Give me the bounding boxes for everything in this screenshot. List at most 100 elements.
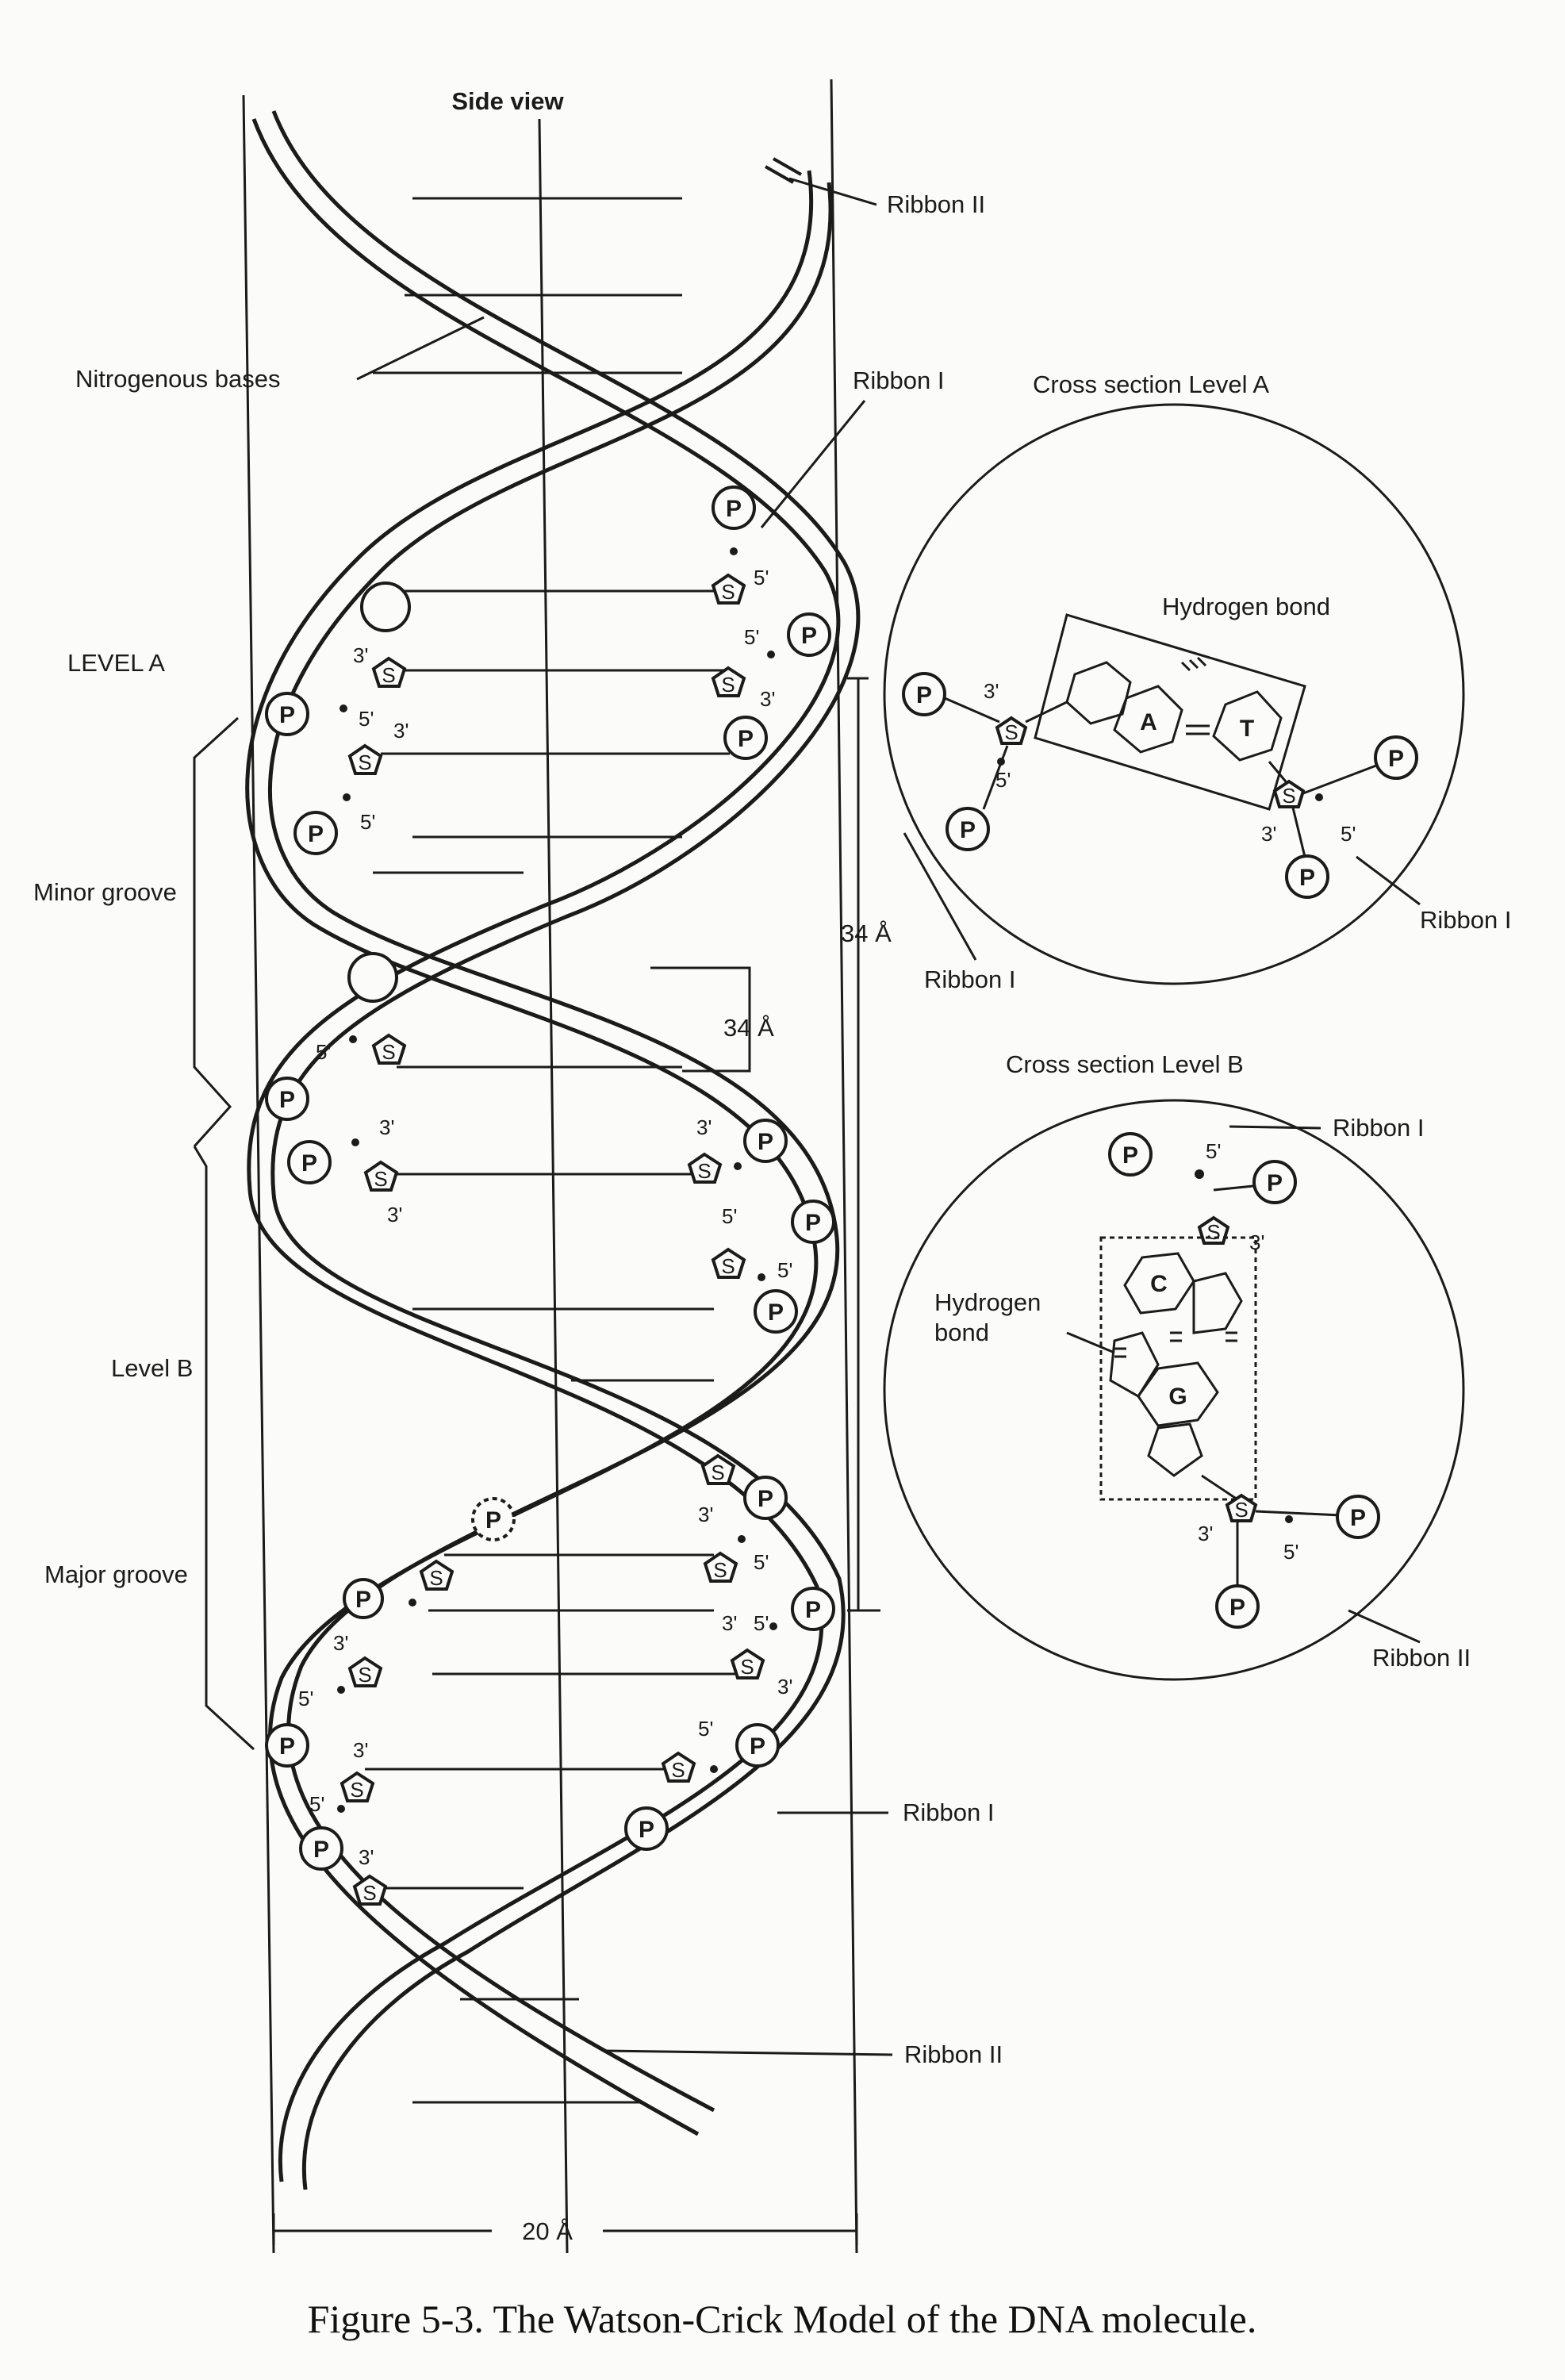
svg-text:5': 5' [1283, 1540, 1298, 1564]
svg-text:P: P [355, 1587, 371, 1613]
base-t-letter: T [1240, 716, 1254, 742]
sugar-pentagon: S [347, 743, 383, 775]
svg-text:S: S [358, 750, 371, 774]
svg-text:S: S [740, 1655, 754, 1679]
prime-labels-side: 5' 5' 3' 3' 5' 3' 5' 5' 3' 3' 3' 5' 5' 3… [298, 566, 792, 1869]
svg-text:P: P [279, 1087, 295, 1113]
svg-text:S: S [382, 1040, 395, 1064]
svg-text:S: S [721, 673, 735, 697]
phosphate-circle: P [293, 811, 338, 855]
base-t-ring [1212, 690, 1283, 762]
side-view-title: Side view [451, 87, 564, 115]
svg-text:3': 3' [333, 1631, 348, 1655]
cross-section-b-title: Cross section Level B [1006, 1050, 1244, 1078]
svg-text:3': 3' [379, 1115, 394, 1139]
svg-text:P: P [1350, 1505, 1366, 1531]
svg-text:3': 3' [760, 687, 775, 711]
sugar-groups-side: S S S S S S S S S S S S S S S S [339, 573, 765, 1906]
cross-section-a-title: Cross section Level A [1033, 370, 1269, 398]
svg-text:3': 3' [393, 719, 409, 743]
svg-text:S: S [711, 1461, 724, 1484]
sugar-pentagon: S [347, 1656, 383, 1687]
svg-text:S: S [382, 663, 395, 687]
ribbon-i-top-label: Ribbon I [853, 367, 944, 394]
sugar-pentagon: S [700, 1453, 736, 1485]
dim-34-outer-label: 34 Å [841, 919, 892, 947]
svg-text:5': 5' [754, 1550, 769, 1574]
ribbon-i-bottom-label: Ribbon I [903, 1798, 994, 1826]
cross-b-hbond-line1: Hydrogen [934, 1288, 1041, 1316]
svg-text:P: P [801, 623, 817, 649]
cross-a-ribbon-right-label: Ribbon I [1420, 906, 1511, 934]
cross-a-ribbon-left-label: Ribbon I [924, 965, 1015, 993]
phosphate-circle: P [735, 1723, 780, 1768]
svg-text:P: P [1122, 1142, 1138, 1169]
sugar-pentagon: S [352, 1874, 388, 1906]
svg-text:P: P [485, 1507, 501, 1534]
phosphate-circle: P [265, 1723, 309, 1768]
svg-text:S: S [721, 580, 735, 604]
phosphate-circle: P [743, 1119, 788, 1163]
base-pair-lines-top [373, 197, 682, 374]
svg-text:P: P [313, 1837, 329, 1863]
svg-text:P: P [308, 821, 324, 847]
svg-text:5': 5' [360, 810, 375, 834]
sugar-pentagon: S [371, 1033, 407, 1065]
phosphate-circle: P [743, 1476, 788, 1520]
svg-text:S: S [358, 1663, 371, 1687]
phosphate-groups-side: P P P P P P P P P P P P P P P P P P [265, 486, 835, 1871]
svg-text:P: P [758, 1486, 773, 1512]
phosphate-circle: P [343, 1578, 384, 1619]
right-boundary-line [830, 79, 858, 2254]
svg-text:S: S [671, 1758, 685, 1782]
svg-text:S: S [429, 1566, 443, 1590]
phosphate-circle: P [265, 1077, 309, 1121]
svg-text:S: S [1206, 1220, 1220, 1244]
svg-text:5': 5' [995, 768, 1011, 792]
base-c-letter: C [1150, 1271, 1168, 1297]
base-c-ring [1123, 1252, 1195, 1315]
dim-34-inner-bracket [650, 966, 751, 1073]
phosphate-circle: P [723, 716, 768, 760]
sugar-pentagon: S [419, 1559, 455, 1591]
svg-text:5': 5' [1341, 822, 1356, 846]
sugar-pentagon: S [371, 656, 407, 688]
left-boundary-line [242, 94, 275, 2254]
svg-text:P: P [916, 682, 932, 708]
cross-section-b-circle [883, 1099, 1465, 1681]
svg-text:S: S [1234, 1498, 1248, 1522]
phosphate-circle: P [791, 1200, 835, 1244]
svg-text:S: S [374, 1167, 387, 1191]
svg-text:S: S [713, 1558, 727, 1582]
sugar-pentagon: S [687, 1152, 723, 1184]
major-groove-brace [193, 1146, 255, 1751]
svg-text:P: P [726, 496, 742, 522]
svg-text:5': 5' [698, 1717, 713, 1741]
dim-20-label: 20 Å [522, 2217, 573, 2245]
svg-text:P: P [768, 1299, 784, 1326]
sugar-pentagon: S [711, 1247, 746, 1279]
svg-text:P: P [758, 1129, 773, 1155]
svg-text:5': 5' [1206, 1139, 1221, 1163]
svg-text:P: P [805, 1597, 821, 1623]
phosphate-circle: P [791, 1587, 835, 1631]
svg-text:P: P [1388, 746, 1404, 772]
svg-text:5': 5' [298, 1687, 313, 1710]
minor-groove-brace [193, 716, 240, 1148]
svg-text:5': 5' [309, 1792, 324, 1816]
empty-base-circle [347, 952, 398, 1003]
ribbon-ii-bottom-label: Ribbon II [904, 2040, 1003, 2068]
svg-text:S: S [350, 1778, 363, 1802]
svg-text:5': 5' [754, 566, 769, 589]
svg-text:3': 3' [1261, 822, 1276, 846]
svg-text:S: S [1282, 784, 1295, 808]
svg-text:S: S [362, 1881, 376, 1905]
sugar-pentagon: S [711, 573, 746, 605]
sugar-pentagon: S [711, 666, 746, 697]
phosphate-circle: P [787, 612, 831, 657]
sugar-pentagon: S [339, 1771, 375, 1802]
internal-base-pair-lines [365, 589, 746, 1890]
svg-text:5': 5' [777, 1258, 792, 1282]
base-g-letter: G [1168, 1384, 1187, 1410]
